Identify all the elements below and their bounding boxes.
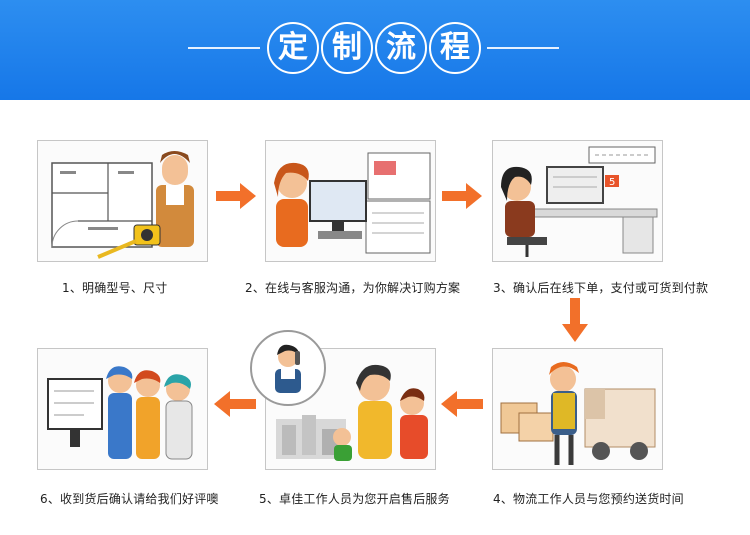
title-char: 定: [267, 22, 319, 74]
phone-support-inset-icon: [250, 330, 326, 406]
step-2-caption: 2、在线与客服沟通，为你解决订购方案: [245, 281, 461, 295]
person-ordering-illustration: 5: [501, 146, 658, 257]
title-char: 流: [375, 22, 427, 74]
arrow-right-icon: [216, 183, 256, 209]
step-4-card: [492, 348, 663, 470]
step-4-caption: 4、物流工作人员与您预约送货时间: [493, 492, 684, 506]
page-title: 定 制 流 程: [267, 22, 483, 74]
header-banner: 定 制 流 程: [0, 0, 750, 100]
delivery-man-illustration: [500, 362, 656, 465]
customer-service-agent-illustration: [274, 152, 431, 254]
step-1-caption: 1、明确型号、尺寸: [62, 281, 168, 295]
step-5-caption: 5、卓佳工作人员为您开启售后服务: [259, 492, 450, 506]
step-2-card: [265, 140, 436, 262]
group-looking-at-screen-illustration: [47, 366, 193, 460]
title-rule-right: [487, 47, 559, 49]
step-3-card: 5: [492, 140, 663, 262]
floor-plan-and-tape-measure-illustration: [51, 151, 194, 259]
arrow-left-icon: [214, 391, 256, 417]
arrow-down-icon: [562, 298, 588, 342]
step-5-card: [265, 348, 436, 470]
arrow-left-icon: [441, 391, 483, 417]
title-char: 程: [429, 22, 481, 74]
step-6-card: [37, 348, 208, 470]
title-rule-left: [188, 47, 260, 49]
arrow-right-icon: [442, 183, 482, 209]
after-sales-service-illustration: [276, 364, 428, 461]
order-sign-text: 5: [609, 177, 615, 188]
step-1-card: [37, 140, 208, 262]
step-3-caption: 3、确认后在线下单，支付或可货到付款: [493, 281, 709, 295]
step-6-caption: 6、收到货后确认请给我们好评噢: [40, 492, 219, 506]
title-char: 制: [321, 22, 373, 74]
